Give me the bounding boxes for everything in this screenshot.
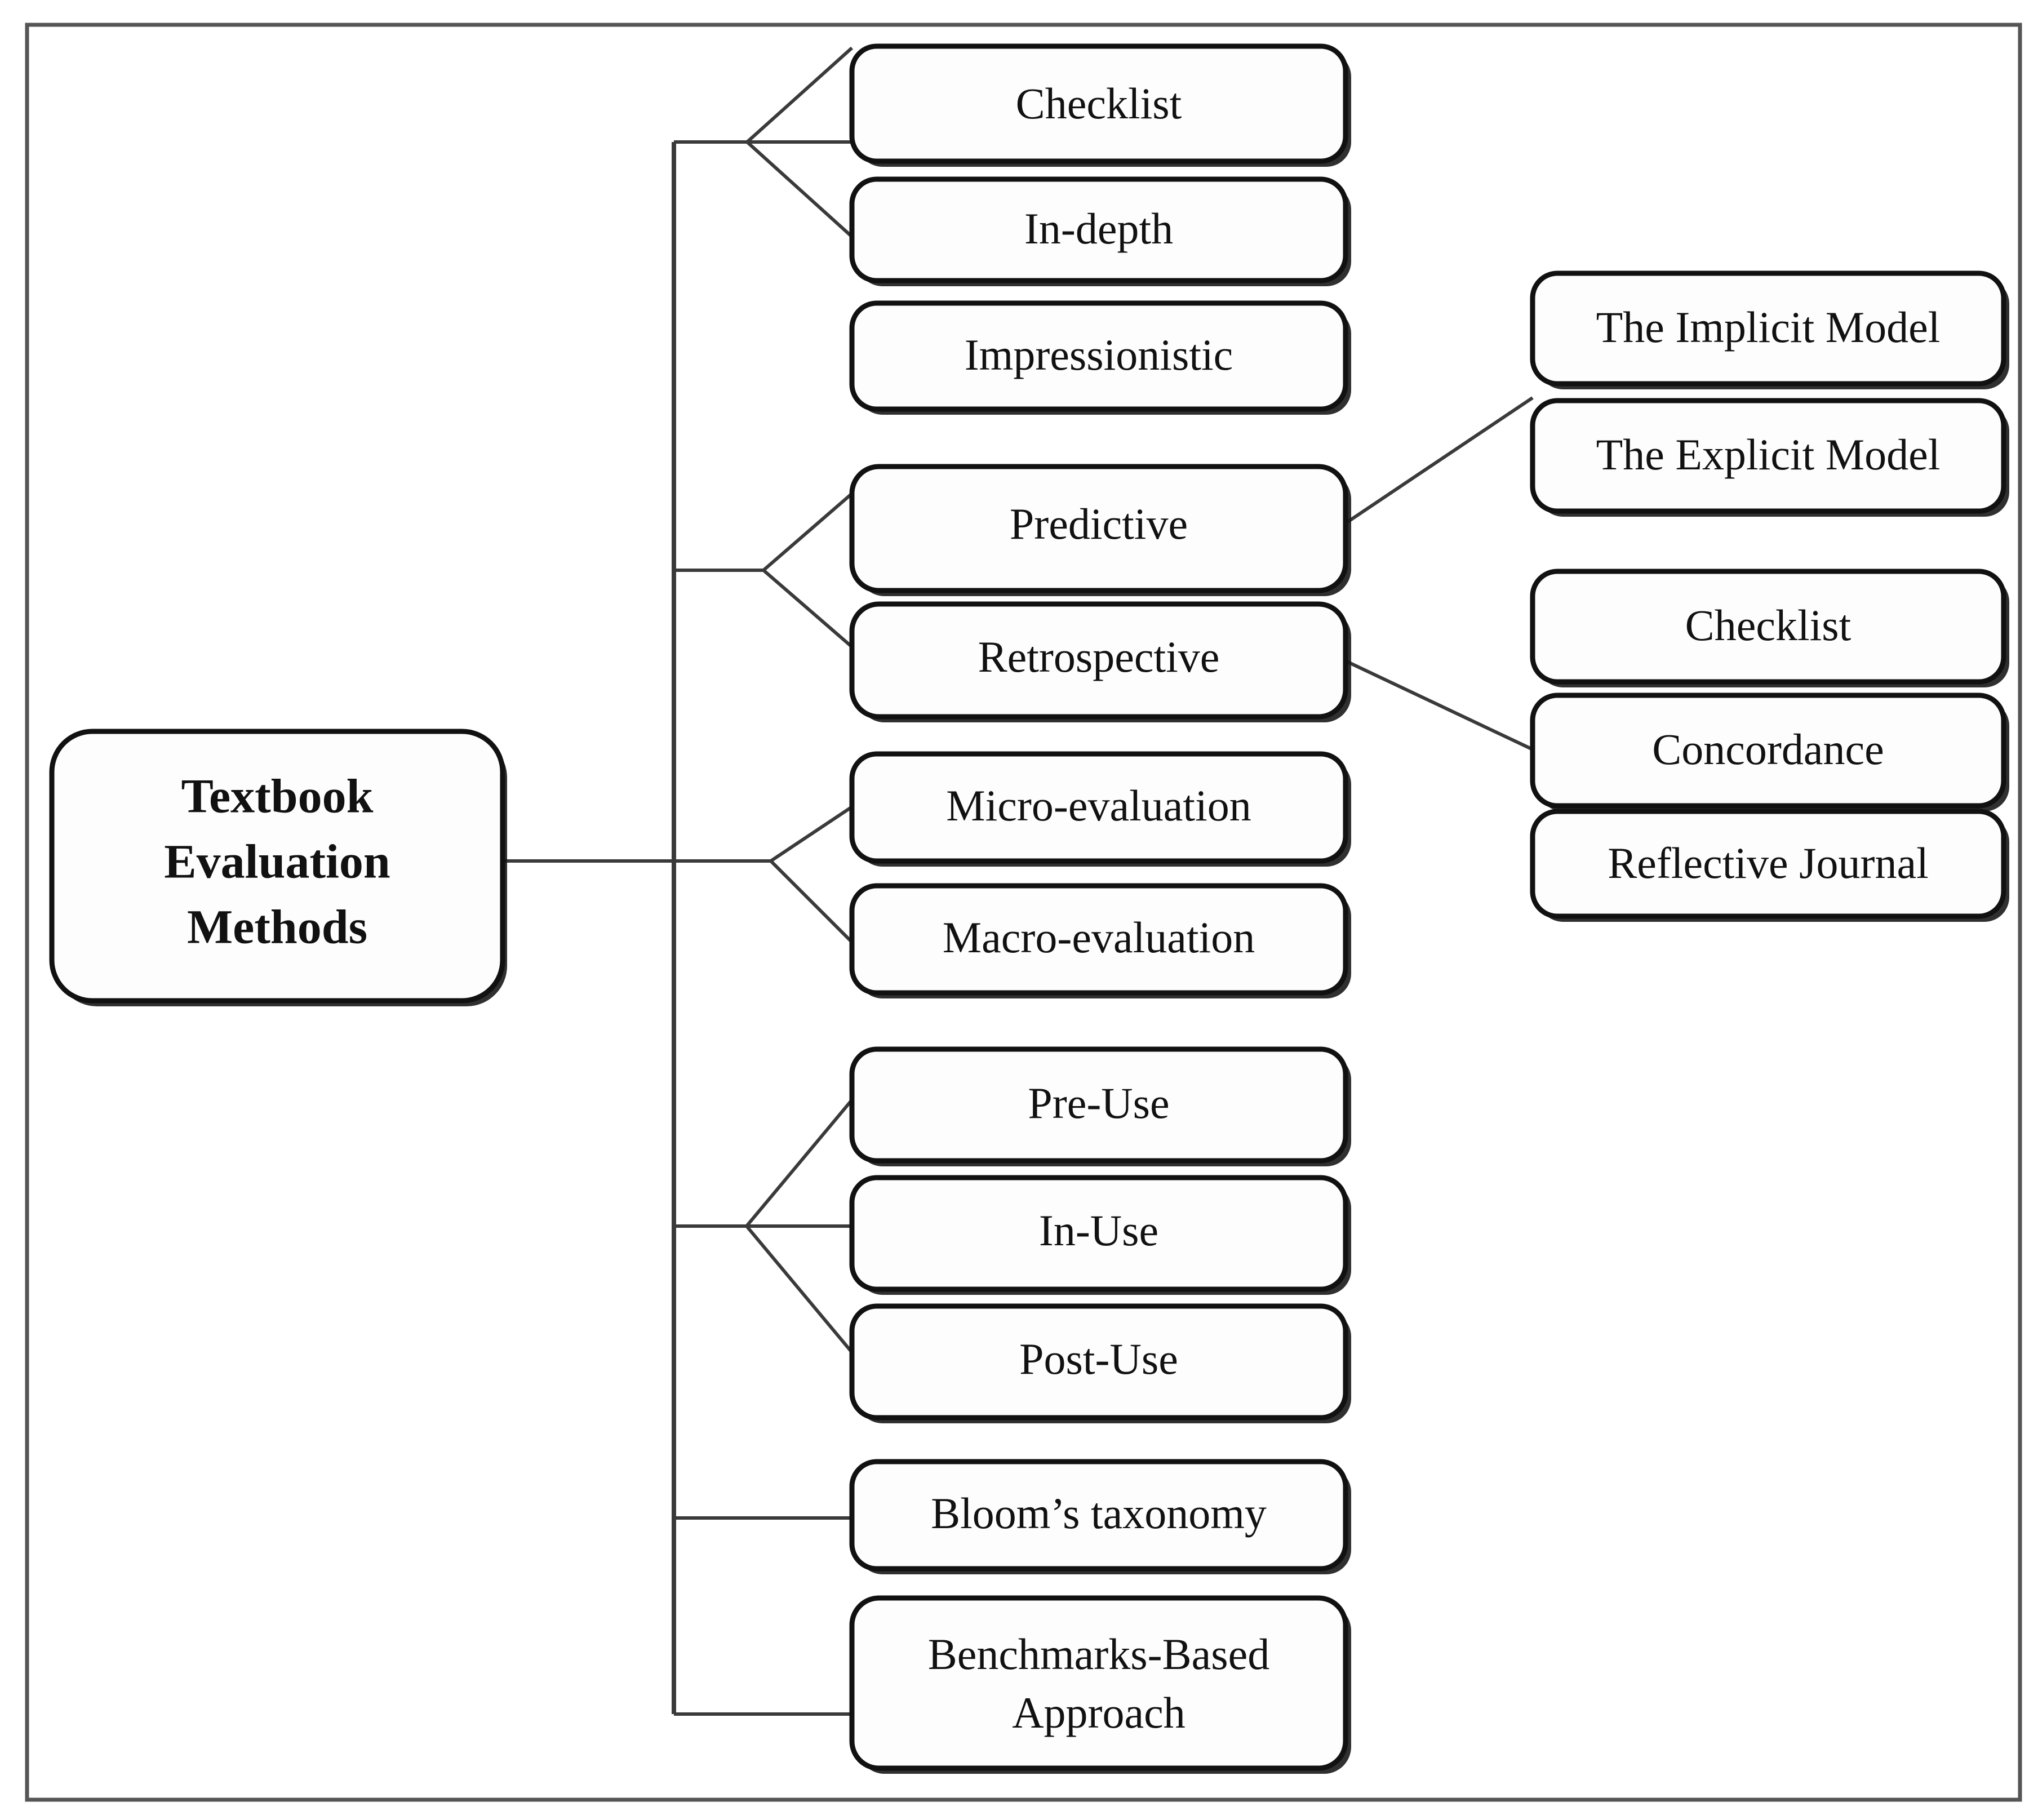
node-micro-evaluation[interactable]: Micro-evaluation: [849, 751, 1351, 867]
benchmarks-label-line-1: Benchmarks-Based: [928, 1630, 1269, 1679]
node-the-implicit-model[interactable]: The Implicit Model: [1530, 270, 2009, 389]
pre-use-label: Pre-Use: [1028, 1078, 1169, 1127]
in-depth-label: In-depth: [1024, 204, 1173, 253]
checklist-2-label: Checklist: [1685, 601, 1851, 650]
connector-group3-to-micro: [770, 805, 853, 863]
benchmarks-box: [849, 1595, 1348, 1771]
connector-group4-to-post-use: [745, 1225, 854, 1353]
node-impressionistic[interactable]: Impressionistic: [849, 300, 1351, 415]
predictive-box: [849, 464, 1348, 593]
blooms-taxonomy-box: [849, 1459, 1348, 1572]
in-use-label: In-Use: [1039, 1206, 1158, 1255]
post-use-box: [849, 1303, 1348, 1421]
connector-group1-to-checklist: [745, 46, 854, 144]
macro-evaluation-box: [849, 883, 1348, 996]
node-in-use[interactable]: In-Use: [849, 1175, 1351, 1295]
node-pre-use[interactable]: Pre-Use: [849, 1046, 1351, 1166]
post-use-label: Post-Use: [1019, 1334, 1178, 1383]
node-benchmarks-based-approach[interactable]: Benchmarks-Based Approach: [849, 1595, 1351, 1774]
node-in-depth[interactable]: In-depth: [849, 176, 1351, 286]
in-use-box: [849, 1175, 1348, 1292]
node-macro-evaluation[interactable]: Macro-evaluation: [849, 883, 1351, 998]
checklist-1-label: Checklist: [1016, 79, 1182, 128]
micro-evaluation-box: [849, 751, 1348, 864]
connector-predictive-to-models: [1343, 396, 1534, 526]
node-checklist-2[interactable]: Checklist: [1530, 569, 2009, 687]
node-predictive[interactable]: Predictive: [849, 464, 1351, 596]
impressionistic-box: [849, 300, 1348, 412]
node-the-explicit-model[interactable]: The Explicit Model: [1530, 398, 2009, 517]
blooms-taxonomy-label: Bloom’s taxonomy: [931, 1489, 1267, 1538]
connector-group4-to-pre-use: [745, 1099, 854, 1227]
macro-evaluation-label: Macro-evaluation: [943, 913, 1255, 962]
node-checklist-1[interactable]: Checklist: [849, 43, 1351, 167]
node-blooms-taxonomy[interactable]: Bloom’s taxonomy: [849, 1459, 1351, 1574]
connector-group2-to-retrospective: [762, 569, 853, 649]
concordance-box: [1530, 693, 2006, 809]
predictive-label: Predictive: [1010, 499, 1188, 548]
explicit-model-box: [1530, 398, 2006, 514]
reflective-journal-box: [1530, 809, 2006, 919]
node-post-use[interactable]: Post-Use: [849, 1303, 1351, 1423]
connector-group2-to-predictive: [762, 492, 853, 572]
root-label-line-1: Textbook: [181, 769, 374, 823]
node-retrospective[interactable]: Retrospective: [849, 601, 1351, 722]
connector-retrospective-to-tools: [1343, 659, 1534, 751]
concordance-label: Concordance: [1652, 725, 1884, 774]
connector-group1-to-impressionistic: [745, 140, 854, 238]
node-textbook-evaluation-methods[interactable]: Textbook Evaluation Methods: [49, 729, 507, 1006]
in-depth-box: [849, 176, 1348, 283]
implicit-model-box: [1530, 270, 2006, 387]
reflective-journal-label: Reflective Journal: [1608, 838, 1929, 887]
root-node-box: [49, 729, 505, 1004]
benchmarks-label-line-2: Approach: [1012, 1688, 1185, 1737]
implicit-model-label: The Implicit Model: [1596, 303, 1941, 352]
node-reflective-journal[interactable]: Reflective Journal: [1530, 809, 2009, 922]
impressionistic-label: Impressionistic: [965, 330, 1233, 379]
checklist-1-box: [849, 43, 1348, 164]
micro-evaluation-label: Micro-evaluation: [946, 781, 1251, 830]
retrospective-box: [849, 601, 1348, 720]
connector-layer: [501, 46, 1534, 1716]
retrospective-label: Retrospective: [978, 632, 1220, 681]
connector-group3-to-macro: [769, 859, 854, 944]
root-label-line-2: Evaluation: [164, 834, 390, 889]
node-concordance[interactable]: Concordance: [1530, 693, 2009, 811]
root-label-line-3: Methods: [187, 900, 367, 954]
explicit-model-label: The Explicit Model: [1596, 430, 1941, 479]
checklist-2-box: [1530, 569, 2006, 685]
pre-use-box: [849, 1046, 1348, 1164]
